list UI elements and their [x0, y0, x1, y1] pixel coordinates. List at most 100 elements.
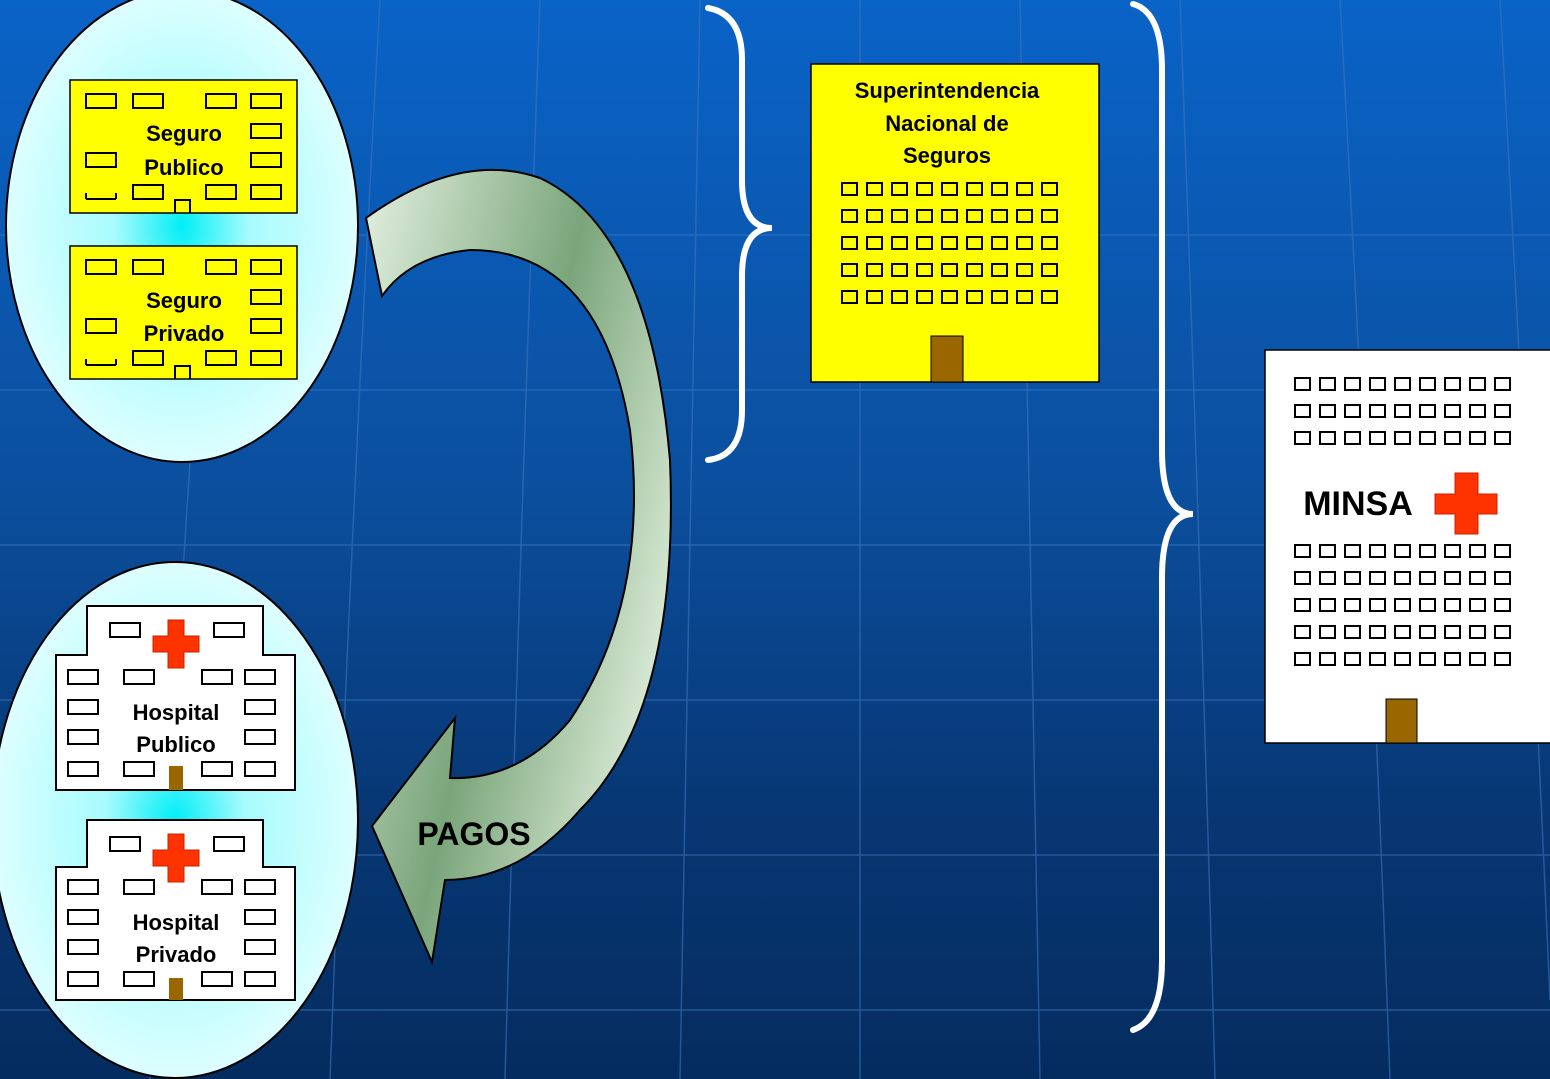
window	[966, 263, 983, 277]
seguro-privado-label-2: Privado	[144, 321, 225, 346]
window	[1469, 571, 1486, 585]
superintendencia-label-2: Nacional de	[885, 111, 1008, 136]
window	[1016, 263, 1033, 277]
window	[891, 263, 908, 277]
window	[1294, 625, 1311, 639]
window	[1041, 290, 1058, 304]
window	[1469, 431, 1486, 445]
door-icon	[1385, 698, 1418, 744]
window	[1444, 431, 1461, 445]
window	[1369, 544, 1386, 558]
door-icon	[169, 766, 183, 790]
window	[1294, 431, 1311, 445]
window	[1419, 652, 1436, 666]
hospital-publico-building: Hospital Publico	[55, 605, 296, 791]
window	[841, 236, 858, 250]
window	[841, 209, 858, 223]
seguro-publico-label-1: Seguro	[146, 121, 222, 146]
window	[1494, 431, 1511, 445]
window	[1319, 377, 1336, 391]
red-cross-icon	[152, 619, 200, 669]
window	[841, 263, 858, 277]
window	[1369, 404, 1386, 418]
window	[1419, 377, 1436, 391]
window	[1469, 598, 1486, 612]
window	[941, 263, 958, 277]
window	[1016, 182, 1033, 196]
window	[1369, 431, 1386, 445]
window	[891, 290, 908, 304]
seguro-publico-label-2: Publico	[144, 155, 223, 180]
window	[991, 182, 1008, 196]
window	[1444, 598, 1461, 612]
pagos-label: PAGOS	[417, 816, 530, 852]
window	[1394, 598, 1411, 612]
window	[1369, 625, 1386, 639]
window	[966, 290, 983, 304]
hospital-publico-label-2: Publico	[136, 732, 215, 757]
window	[866, 236, 883, 250]
right-brace	[1130, 1, 1194, 1033]
window	[1469, 377, 1486, 391]
window	[1494, 598, 1511, 612]
window	[1041, 209, 1058, 223]
window	[966, 236, 983, 250]
window	[1494, 571, 1511, 585]
window	[1444, 377, 1461, 391]
window	[1294, 544, 1311, 558]
window	[1344, 404, 1361, 418]
window	[941, 209, 958, 223]
window	[1016, 236, 1033, 250]
window	[1419, 404, 1436, 418]
window	[1494, 544, 1511, 558]
window	[1394, 377, 1411, 391]
window	[966, 182, 983, 196]
window	[1344, 544, 1361, 558]
window	[1394, 431, 1411, 445]
window	[916, 290, 933, 304]
window	[1469, 625, 1486, 639]
window	[966, 209, 983, 223]
window	[916, 182, 933, 196]
window	[1016, 209, 1033, 223]
window	[1419, 544, 1436, 558]
window	[991, 209, 1008, 223]
window	[1494, 377, 1511, 391]
window	[1494, 625, 1511, 639]
window	[1444, 652, 1461, 666]
window	[1041, 236, 1058, 250]
superintendencia-building: Superintendencia Nacional de Seguros	[810, 63, 1100, 383]
window	[1419, 598, 1436, 612]
window	[1344, 377, 1361, 391]
seguro-privado-building: Seguro Privado	[69, 245, 298, 380]
door-icon	[169, 978, 183, 1000]
window	[891, 182, 908, 196]
window	[1319, 598, 1336, 612]
window	[941, 290, 958, 304]
window	[1319, 431, 1336, 445]
window	[1419, 431, 1436, 445]
window	[916, 263, 933, 277]
window	[1319, 625, 1336, 639]
insurers-oval	[5, 0, 359, 463]
window	[1469, 544, 1486, 558]
superintendencia-label-1: Superintendencia	[855, 78, 1040, 103]
hospital-privado-building: Hospital Privado	[55, 819, 296, 1001]
window	[1294, 571, 1311, 585]
window	[1394, 571, 1411, 585]
window	[1041, 263, 1058, 277]
window	[941, 182, 958, 196]
window	[1016, 290, 1033, 304]
window	[1344, 625, 1361, 639]
window	[841, 290, 858, 304]
window	[1494, 652, 1511, 666]
window	[1369, 652, 1386, 666]
window	[841, 182, 858, 196]
window	[1369, 571, 1386, 585]
window	[1394, 544, 1411, 558]
door-icon	[930, 335, 964, 383]
window	[1344, 598, 1361, 612]
red-cross-icon	[152, 833, 200, 883]
window	[1394, 652, 1411, 666]
